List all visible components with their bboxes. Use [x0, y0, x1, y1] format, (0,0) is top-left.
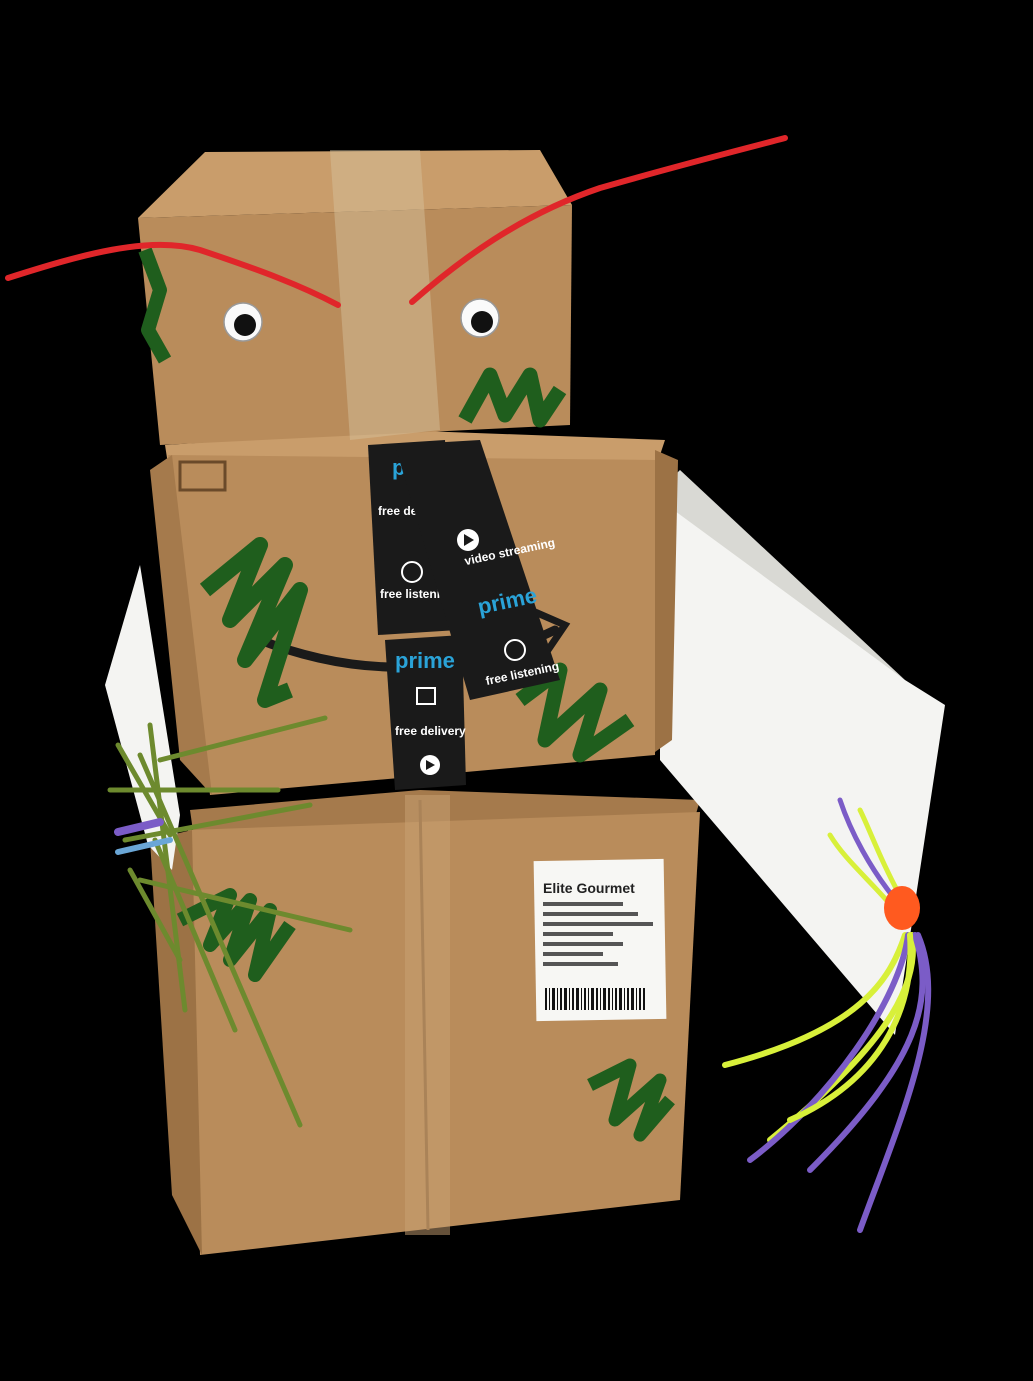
- red-pipe-cleaner-left-eyebrow: [5, 241, 341, 308]
- green-marker-scribble: [199, 537, 308, 708]
- green-marker-scribble: [587, 1058, 675, 1142]
- head-box-top-face: [138, 150, 572, 218]
- bottom-box-tape-strip: [405, 795, 450, 1235]
- prime-tape-right: video streaming prime free listening: [395, 440, 560, 700]
- bottom-box-left-face: [150, 830, 202, 1255]
- prime-tape-bottom: prime free delivery: [385, 635, 466, 790]
- shipping-label-background: [533, 858, 667, 1022]
- shipping-label-line: [543, 942, 623, 946]
- shipping-label-line: [543, 922, 653, 926]
- headphone-icon: [504, 639, 526, 661]
- shipping-label-brand: Elite Gourmet: [543, 880, 635, 896]
- left-hand-pipe-cleaners: [107, 715, 353, 1128]
- headphone-icon: [401, 561, 423, 583]
- green-marker-scribble: [138, 247, 172, 364]
- green-marker-scribble: [458, 367, 567, 428]
- orange-pom-pom-wrist: [884, 886, 920, 930]
- middle-box-handle-mark: [178, 460, 227, 492]
- tape-free-delivery-text: free delivery: [395, 724, 466, 738]
- prime-tape-strip: [385, 635, 466, 790]
- right-arm-white-flap: [660, 490, 945, 1035]
- middle-box-left-face: [150, 455, 212, 795]
- tape-free-listening-text: free listening: [380, 587, 455, 601]
- play-icon-triangle: [426, 760, 435, 770]
- shipping-label-line: [543, 932, 613, 936]
- shipping-label-line: [543, 902, 623, 906]
- amazon-smile-arrowhead: [531, 608, 571, 654]
- purple-pipe-cleaner-wrap: [114, 818, 164, 836]
- middle-box: prime free delivery free listening video…: [150, 430, 678, 795]
- shipping-label-line: [543, 962, 618, 966]
- left-googly-eye: [223, 302, 263, 342]
- play-icon-triangle: [464, 534, 474, 546]
- blue-pipe-cleaner-wrap: [115, 837, 173, 855]
- red-pipe-cleaner-right-eyebrow: [409, 135, 788, 305]
- tape-prime-text: prime: [395, 648, 455, 673]
- shipping-label-line: [543, 952, 603, 956]
- head-box: [138, 150, 572, 445]
- left-arm-white-flap: [105, 565, 180, 870]
- shipping-label: Elite Gourmet: [533, 858, 667, 1022]
- right-arm-flap-edge: [660, 470, 905, 680]
- prime-tape-strip: [395, 440, 560, 700]
- shipping-label-line: [543, 912, 638, 916]
- right-arm: [660, 470, 945, 1035]
- green-marker-scribble: [176, 888, 296, 982]
- middle-box-right-face: [655, 450, 678, 752]
- box-icon: [416, 687, 436, 705]
- right-googly-eye: [460, 298, 500, 338]
- right-hand-pipe-cleaners: [722, 797, 932, 1233]
- clear-tape-strip: [330, 150, 440, 440]
- barcode: [545, 988, 645, 1010]
